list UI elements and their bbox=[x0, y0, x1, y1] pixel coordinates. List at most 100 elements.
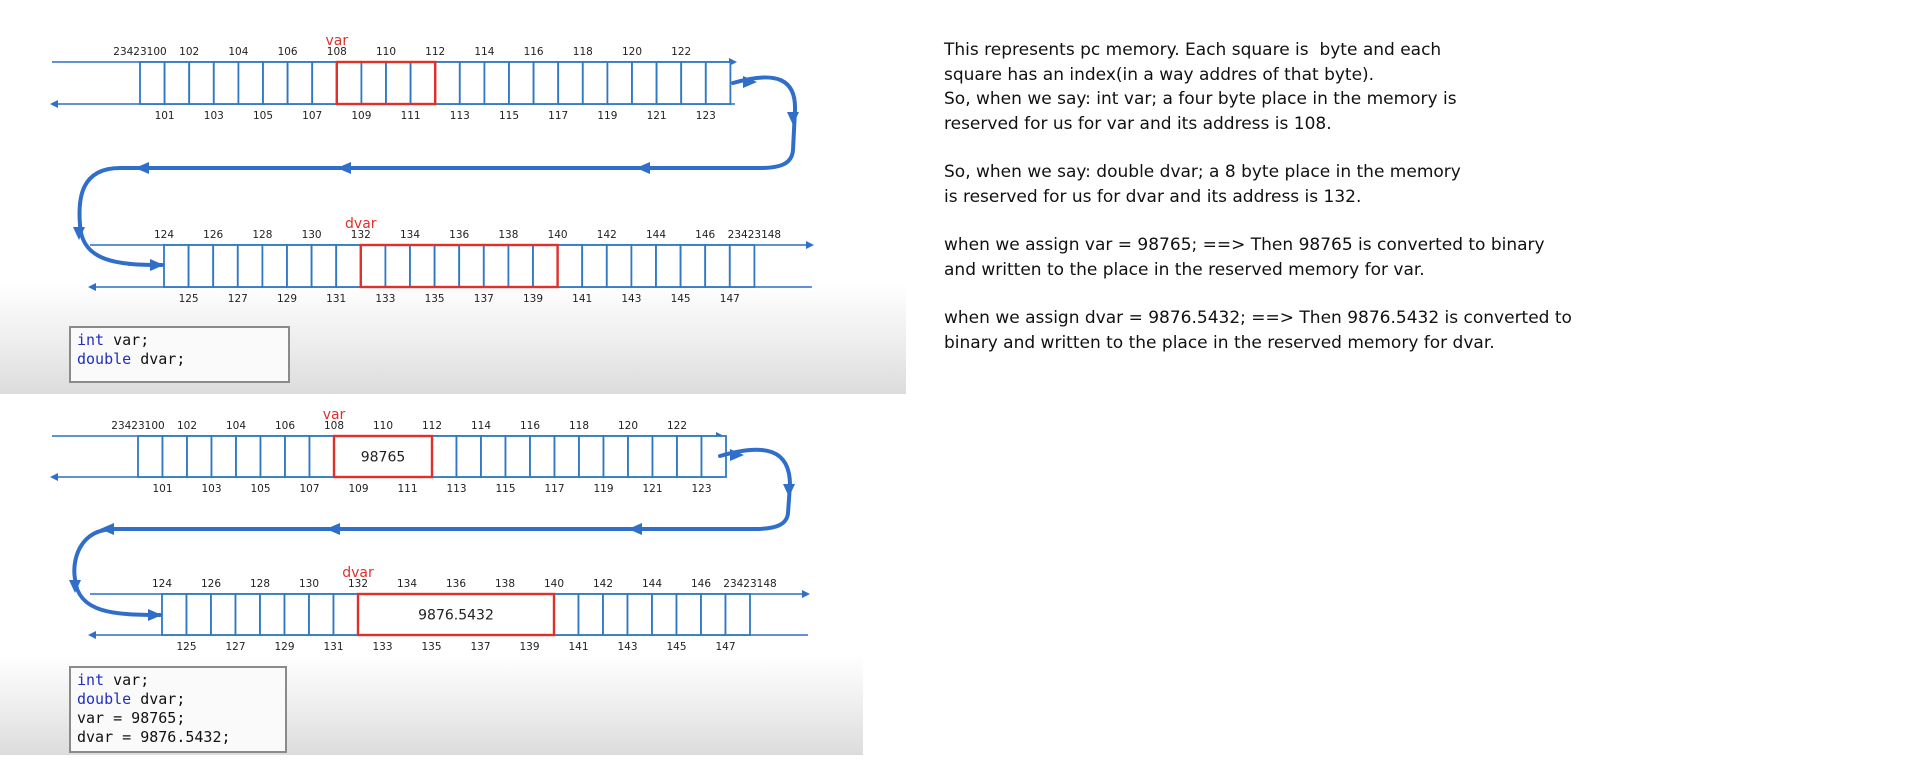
row1-address-label-bottom: 111 bbox=[401, 110, 421, 122]
row2-memory-cell bbox=[728, 244, 756, 288]
row2-address-label-top: 138 bbox=[498, 229, 518, 241]
row2-address-label-bottom: 147 bbox=[715, 641, 735, 653]
row1-memory-cell bbox=[651, 435, 678, 478]
row2-memory-cell bbox=[602, 593, 629, 636]
flow-arrow bbox=[326, 523, 340, 535]
row1-memory-cell bbox=[532, 61, 560, 105]
row2-address-label-bottom: 135 bbox=[421, 641, 441, 653]
row1-address-label-bottom: 111 bbox=[397, 483, 417, 495]
row2-address-label-bottom: 145 bbox=[671, 293, 691, 305]
row1-memory-cell bbox=[286, 61, 314, 105]
flow-arrow bbox=[636, 162, 650, 174]
row1-memory-cell bbox=[606, 61, 633, 105]
row1-address-label-top: 116 bbox=[520, 420, 540, 432]
row1-variable-label: var bbox=[323, 407, 346, 423]
explanation-line: when we assign dvar = 9876.5432; ==> The… bbox=[944, 308, 1572, 328]
row1-address-label-top: 120 bbox=[618, 420, 638, 432]
row2-address-label-top: 126 bbox=[201, 578, 221, 590]
row1-address-label-bottom: 105 bbox=[253, 110, 273, 122]
row1-memory-cell bbox=[557, 61, 584, 105]
row2-memory-cell bbox=[335, 244, 362, 288]
row2-address-label-bottom: 143 bbox=[617, 641, 637, 653]
row2-address-label-bottom: 145 bbox=[666, 641, 686, 653]
memory-flow-path bbox=[72, 447, 792, 617]
explanation-line: reserved for us for var and its address … bbox=[944, 113, 1332, 134]
row1-memory-cell bbox=[259, 435, 286, 478]
code-keyword: int bbox=[77, 671, 105, 689]
row1-address-label-bottom: 109 bbox=[351, 110, 371, 122]
row2-memory-cell bbox=[433, 244, 461, 288]
code-text: dvar = 9876.5432; bbox=[77, 728, 231, 746]
row2-address-label-bottom: 133 bbox=[375, 293, 395, 305]
row2-address-label-top: 138 bbox=[495, 578, 515, 590]
row2-memory-cell bbox=[458, 244, 485, 288]
row1-memory-cell bbox=[480, 435, 507, 478]
flow-arrow bbox=[100, 523, 114, 535]
row2-memory-cell bbox=[630, 244, 657, 288]
flow-arrow bbox=[148, 609, 162, 621]
row1-memory-cell bbox=[161, 435, 188, 478]
memory-flow-path bbox=[77, 75, 798, 267]
row2-memory-cell bbox=[581, 244, 608, 288]
row1-address-label-top: 23423100 bbox=[111, 420, 164, 432]
row1-memory-cell bbox=[335, 61, 363, 105]
row2-memory-cell bbox=[532, 244, 559, 288]
row1-address-label-top: 110 bbox=[376, 46, 396, 58]
row2-memory-cell bbox=[286, 244, 313, 288]
row1-highlight-box bbox=[332, 434, 434, 479]
row2-address-label-bottom: 141 bbox=[568, 641, 588, 653]
flow-arrow bbox=[783, 484, 795, 497]
explanation-line: square has an index(in a way addres of t… bbox=[944, 64, 1375, 85]
row1-memory-cell bbox=[504, 435, 531, 478]
flow-arrow bbox=[628, 523, 642, 535]
row1-address-label-bottom: 109 bbox=[348, 483, 368, 495]
row1-address-label-bottom: 107 bbox=[299, 483, 319, 495]
row1-address-label-top: 122 bbox=[667, 420, 687, 432]
row2-memory-cell bbox=[409, 244, 436, 288]
row1-address-label-top: 118 bbox=[573, 46, 593, 58]
explanation-line: This represents pc memory. Each square i… bbox=[944, 40, 1442, 60]
row1-address-label-bottom: 121 bbox=[647, 110, 667, 122]
row2-memory-cell bbox=[556, 244, 584, 288]
row2-address-label-top: 136 bbox=[449, 229, 469, 241]
row2-address-label-top: 146 bbox=[695, 229, 715, 241]
row2-address-label-top: 130 bbox=[299, 578, 319, 590]
row1-memory-cell bbox=[529, 435, 556, 478]
row1-address-label-top: 110 bbox=[373, 420, 393, 432]
row2-address-label-top: 142 bbox=[597, 229, 617, 241]
flow-arrow bbox=[73, 227, 85, 240]
row2-memory-cell bbox=[553, 593, 580, 636]
row1-address-label-top: 102 bbox=[179, 46, 199, 58]
flow-arrow bbox=[337, 162, 351, 174]
row2-memory-cell bbox=[163, 244, 190, 288]
row2-address-label-top: 136 bbox=[446, 578, 466, 590]
row2-memory-cell bbox=[261, 244, 288, 288]
row1-address-label-bottom: 117 bbox=[548, 110, 568, 122]
row2-address-label-bottom: 131 bbox=[326, 293, 346, 305]
row1-address-label-top: 120 bbox=[622, 46, 642, 58]
flow-arrow bbox=[135, 162, 149, 174]
row1-memory-cell bbox=[163, 61, 191, 105]
row1-memory-cell bbox=[578, 435, 605, 478]
row1-memory-cell bbox=[631, 61, 658, 105]
row2-memory-cell bbox=[626, 593, 653, 636]
row1-memory-cell bbox=[237, 61, 264, 105]
row2-stored-value: 9876.5432 bbox=[418, 608, 494, 624]
row1-variable-label: var bbox=[325, 33, 348, 49]
row2-address-label-bottom: 143 bbox=[621, 293, 641, 305]
code-text: var = 98765; bbox=[77, 709, 186, 727]
row1-memory-cell bbox=[483, 61, 510, 105]
code-line: int var; bbox=[77, 671, 279, 690]
code-text: dvar; bbox=[131, 350, 186, 368]
row2-address-label-top: 132 bbox=[351, 229, 371, 241]
row1-address-label-bottom: 123 bbox=[691, 483, 711, 495]
explanation-line: So, when we say: double dvar; a 8 byte p… bbox=[944, 162, 1461, 182]
row1-stored-value: 98765 bbox=[361, 450, 406, 466]
row1-memory-cell bbox=[262, 61, 289, 105]
row2-address-label-top: 142 bbox=[593, 578, 613, 590]
row2-memory-cell bbox=[187, 244, 215, 288]
row1-address-label-top: 116 bbox=[524, 46, 544, 58]
